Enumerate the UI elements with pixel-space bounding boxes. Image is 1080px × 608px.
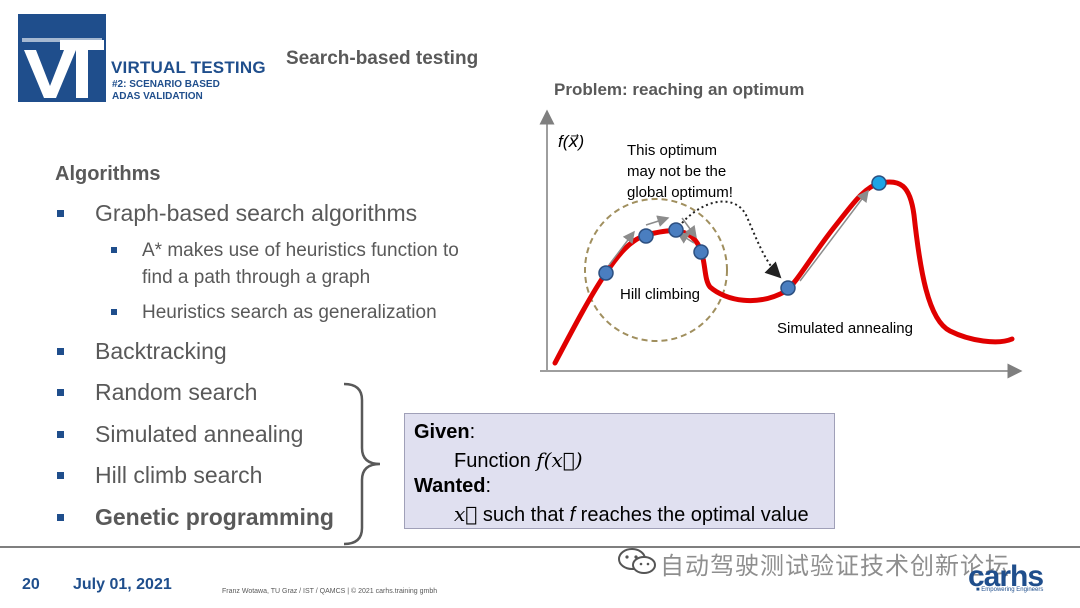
watermark-text: 自动驾驶测试验证技术创新论坛 — [660, 553, 1010, 580]
list-item: Backtracking — [95, 338, 227, 364]
simulated-annealing-label: Simulated annealing — [777, 320, 913, 337]
optimum-diagram: f(x⃗) This optimum may not be the global… — [539, 109, 1023, 379]
curly-brace-icon — [343, 382, 381, 546]
brand-logo: carhs — [968, 560, 1044, 593]
slide-title: Search-based testing — [286, 48, 479, 69]
slide-date: July 01, 2021 — [73, 576, 172, 593]
step-arrow — [681, 217, 697, 239]
reaches-text: reaches the optimal value — [575, 504, 809, 526]
footer-credits: Franz Wotawa, TU Graz / IST / QAMCS | © … — [222, 588, 438, 595]
f-italic: f — [569, 504, 576, 526]
search-point — [693, 244, 709, 260]
diagram-title: Problem: reaching an optimum — [554, 80, 805, 99]
bullet-icon — [57, 389, 64, 396]
bullet-icon — [111, 247, 117, 253]
vector-x: x⃗ — [454, 502, 478, 526]
list-item: Hill climb search — [95, 462, 263, 488]
bullet-icon — [57, 348, 64, 355]
bullet-icon — [57, 514, 64, 521]
wechat-icon — [618, 548, 656, 574]
logo-subtitle-2: ADAS VALIDATION — [112, 91, 203, 102]
given-line: Given: — [414, 421, 475, 444]
note-line-3: global optimum! — [627, 184, 733, 201]
function-text: Function — [454, 450, 537, 472]
search-point — [668, 222, 684, 238]
wanted-line: Wanted: — [414, 475, 491, 498]
annealing-jump-arrow — [681, 200, 782, 279]
given-label: Given — [414, 421, 470, 443]
hill-climbing-label: Hill climbing — [620, 286, 700, 303]
search-point — [638, 228, 654, 244]
logo-title: VIRTUAL TESTING — [111, 58, 266, 77]
list-item: Graph-based search algorithms — [95, 200, 418, 226]
bullet-icon — [57, 431, 64, 438]
list-item: find a path through a graph — [142, 267, 371, 288]
given-wanted-box — [404, 413, 835, 529]
note-line-1: This optimum — [627, 142, 717, 159]
list-item: Genetic programming — [95, 504, 334, 530]
step-arrow — [799, 189, 869, 282]
logo-subtitle-1: #2: SCENARIO BASED — [112, 79, 220, 90]
function-line: Function f(x⃗) — [454, 448, 583, 473]
function-expression: f(x⃗) — [536, 448, 583, 472]
y-axis-label: f(x⃗) — [558, 132, 584, 151]
list-item: Heuristics search as generalization — [142, 302, 437, 323]
step-arrow — [608, 230, 635, 266]
search-point — [598, 265, 614, 281]
list-item: Random search — [95, 379, 258, 405]
brand-tagline: ■ Empowering Engineers — [976, 587, 1044, 593]
logo-mark — [18, 14, 106, 102]
list-item: A* makes use of heuristics function to — [142, 240, 459, 261]
bullet-icon — [57, 210, 64, 217]
bullet-icon — [111, 309, 117, 315]
bullet-icon — [57, 472, 64, 479]
hill-climbing-region — [584, 198, 728, 342]
step-arrow — [645, 215, 670, 227]
global-optimum-point — [871, 175, 887, 191]
search-point — [780, 280, 796, 296]
list-item: Simulated annealing — [95, 421, 304, 447]
vt-logo-icon — [18, 14, 106, 102]
page-number: 20 — [22, 576, 40, 593]
given-colon: : — [469, 421, 476, 443]
note-line-2: may not be the — [627, 163, 726, 180]
such-that-text: such that — [477, 504, 570, 526]
footer-divider — [0, 546, 1080, 548]
wanted-condition-line: x⃗ such that f reaches the optimal value — [454, 502, 809, 527]
wanted-colon: : — [485, 475, 492, 497]
wanted-label: Wanted — [414, 475, 486, 497]
section-title: Algorithms — [55, 163, 161, 185]
